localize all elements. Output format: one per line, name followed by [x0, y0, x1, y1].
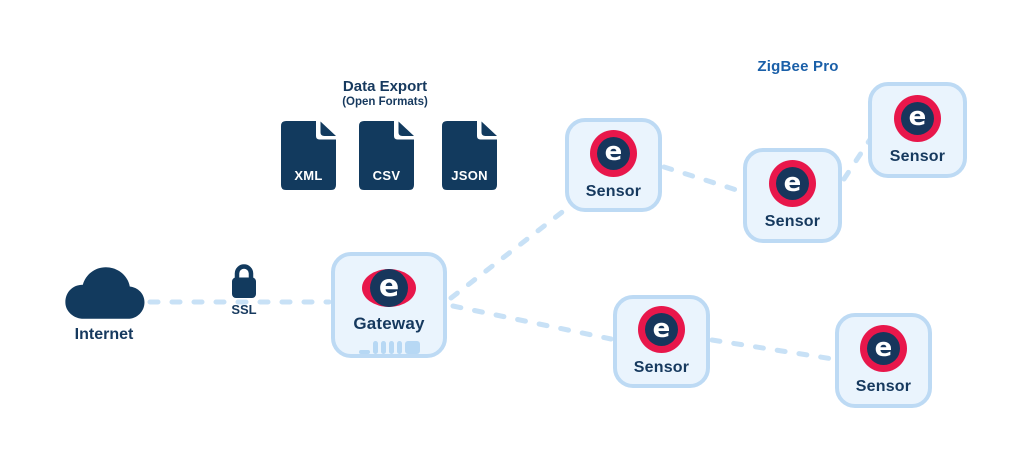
signal-strength-icon	[358, 341, 420, 354]
logo-letter: e	[874, 332, 893, 363]
logo-letter: e	[908, 102, 927, 132]
internet-node: Internet	[56, 263, 152, 344]
data-export-heading: Data Export (Open Formats)	[300, 78, 470, 108]
file-label-xml: XML	[294, 168, 323, 183]
cloud-icon	[65, 267, 145, 319]
document-icon	[281, 121, 336, 190]
link-gateway-sensor1	[448, 203, 573, 301]
data-export-title: Data Export	[342, 78, 428, 95]
link-sensor1-sensor2	[661, 164, 746, 195]
internet-label: Internet	[74, 326, 134, 343]
file-icon-csv: CSV	[359, 121, 414, 190]
sensor-label: Sensor	[889, 147, 946, 165]
efento-logo-icon: e	[362, 269, 416, 307]
document-icon	[359, 121, 414, 190]
logo-letter: e	[783, 167, 802, 198]
gateway-node: e Gateway	[331, 252, 447, 358]
link-sensor2-sensor3	[841, 135, 874, 182]
file-icon-xml: XML	[281, 121, 336, 190]
logo-core: e	[370, 269, 408, 307]
efento-logo-icon: e	[769, 160, 816, 207]
sensor-label: Sensor	[855, 378, 912, 395]
gateway-label: Gateway	[353, 314, 425, 333]
file-icon-json: JSON	[442, 121, 497, 190]
sensor-node-3: e Sensor	[868, 82, 967, 178]
efento-logo-icon: e	[638, 306, 685, 353]
sensor-node-1: e Sensor	[565, 118, 662, 212]
efento-logo-icon: e	[894, 94, 941, 142]
logo-core: e	[645, 313, 678, 346]
logo-core: e	[776, 167, 809, 200]
logo-core: e	[597, 136, 630, 170]
lock-icon	[232, 264, 256, 298]
sensor-label: Sensor	[585, 182, 642, 200]
file-label-csv: CSV	[372, 168, 401, 183]
sensor-node-4: e Sensor	[613, 295, 710, 388]
zigbee-pro-label: ZigBee Pro	[757, 58, 839, 75]
file-label-json: JSON	[451, 168, 488, 183]
sensor-label: Sensor	[633, 359, 690, 376]
document-icon	[442, 121, 497, 190]
link-sensor4-sensor5	[709, 337, 836, 362]
link-gateway-sensor4	[450, 303, 614, 342]
logo-letter: e	[652, 313, 671, 344]
logo-core: e	[867, 332, 900, 365]
efento-logo-icon: e	[590, 129, 637, 177]
logo-letter: e	[604, 137, 623, 167]
ssl-label: SSL	[231, 302, 257, 317]
logo-core: e	[901, 101, 934, 135]
sensor-node-5: e Sensor	[835, 313, 932, 408]
logo-letter: e	[378, 269, 400, 304]
data-export-subtitle: (Open Formats)	[342, 96, 428, 108]
sensor-label: Sensor	[764, 213, 821, 230]
efento-logo-icon: e	[860, 325, 907, 372]
ssl-node: SSL	[226, 263, 262, 317]
sensor-node-2: e Sensor	[743, 148, 842, 243]
